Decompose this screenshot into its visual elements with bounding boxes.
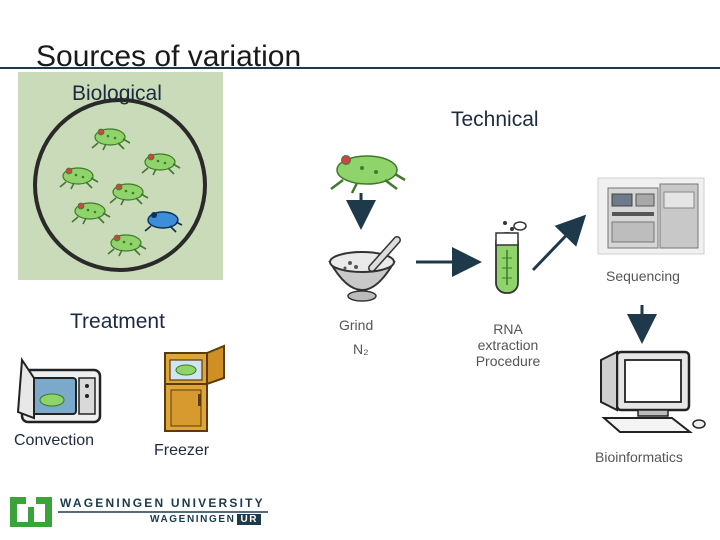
test-tube-icon	[495, 221, 527, 294]
sequencing-label: Sequencing	[606, 268, 680, 284]
freezer-icon	[164, 344, 225, 432]
treatment-label: Treatment	[70, 310, 165, 333]
frog-icon	[109, 183, 149, 206]
microwave-icon	[16, 357, 102, 424]
rna-line-2: extraction	[477, 337, 539, 353]
rna-line-1: RNA	[493, 321, 523, 337]
convection-label: Convection	[14, 432, 95, 449]
logo-line2: WAGENINGEN	[150, 514, 236, 525]
bioinformatics-label: Bioinformatics	[595, 449, 683, 465]
frog-icon	[141, 153, 181, 176]
sequencer-icon	[597, 177, 705, 255]
nitrogen-label: N₂	[353, 341, 369, 357]
arrow-up-right	[531, 214, 587, 272]
wageningen-logo-icon	[10, 497, 268, 527]
computer-icon	[600, 350, 706, 433]
freezer-label: Freezer	[154, 442, 210, 459]
frog-icon	[91, 128, 131, 151]
technical-label: Technical	[451, 108, 539, 131]
title-divider	[0, 67, 720, 69]
rna-extraction-label: RNA extraction Procedure	[460, 321, 556, 369]
rna-line-3: Procedure	[475, 353, 541, 369]
frog-icon	[107, 234, 147, 257]
logo-ur-badge: UR	[237, 514, 262, 525]
sample-frog-icon	[330, 155, 406, 194]
biological-label: Biological	[72, 82, 162, 105]
logo-text-university: WAGENINGEN UNIVERSITY	[60, 496, 265, 510]
grind-label: Grind	[339, 317, 374, 333]
frog-icon	[59, 167, 99, 190]
blue-frog-icon	[144, 211, 183, 233]
population-circle	[33, 98, 207, 272]
frog-icon	[71, 202, 111, 225]
mortar-pestle-icon	[328, 236, 401, 302]
